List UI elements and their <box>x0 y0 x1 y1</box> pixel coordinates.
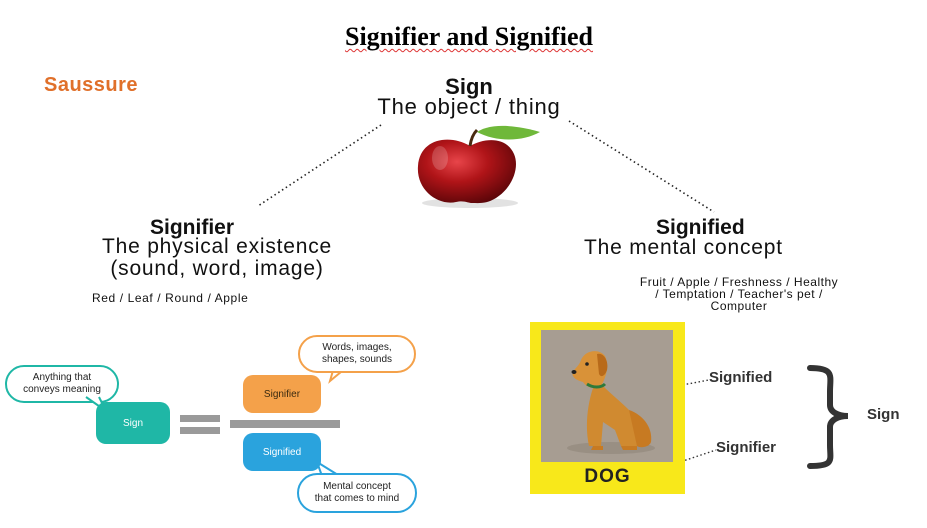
signified-examples-line-3: Computer <box>710 299 768 313</box>
signifier-heading: Signifier <box>150 216 235 239</box>
apple-image <box>417 125 540 208</box>
callout-sign-line-2: conveys meaning <box>23 384 101 395</box>
signifier-line-2: (sound, word, image) <box>110 257 324 280</box>
signified-pill: Signified <box>243 433 321 471</box>
callout-signifier: Words, images,shapes, sounds <box>298 335 416 373</box>
signifier-line-1: The physical existence <box>101 235 333 258</box>
dog-sign-label: Sign <box>867 406 900 423</box>
signifier-examples: Red / Leaf / Round / Apple <box>92 291 249 305</box>
signifier-description: The physical existence (sound, word, ima… <box>52 236 382 280</box>
page-title: Signifier and Signified <box>344 22 594 51</box>
signified-examples-line-1: Fruit / Apple / Freshness / Healthy <box>639 275 839 289</box>
callout-signifier-line-2: shapes, sounds <box>321 354 393 365</box>
curly-brace <box>807 365 849 469</box>
dog-signifier-label: Signifier <box>716 439 777 456</box>
callout-signifier-line-1: Words, images, <box>322 342 392 353</box>
equals-bar-top <box>180 415 220 422</box>
signified-examples-line-2: / Temptation / Teacher's pet / <box>655 287 823 301</box>
callout-signified-line-1: Mental concept <box>323 481 391 492</box>
equals-bar-bottom <box>180 427 220 434</box>
sign-subtitle: The object / thing <box>377 94 561 119</box>
divider-bar <box>230 420 340 428</box>
callout-signified-line-2: that comes to mind <box>314 493 400 504</box>
author-label: Saussure <box>44 74 139 96</box>
signified-examples: Fruit / Apple / Freshness / Healthy / Te… <box>580 276 898 312</box>
callout-sign-line-1: Anything that <box>32 372 92 383</box>
signified-heading: Signified <box>656 216 745 239</box>
signifier-pill: Signifier <box>243 375 321 413</box>
dog-illustration <box>567 351 655 454</box>
sign-heading: Sign <box>445 74 493 99</box>
dog-word: DOG <box>584 466 631 487</box>
sign-pill: Sign <box>96 402 170 444</box>
signified-subtitle: The mental concept <box>584 236 783 259</box>
dog-signified-label: Signified <box>709 369 773 386</box>
